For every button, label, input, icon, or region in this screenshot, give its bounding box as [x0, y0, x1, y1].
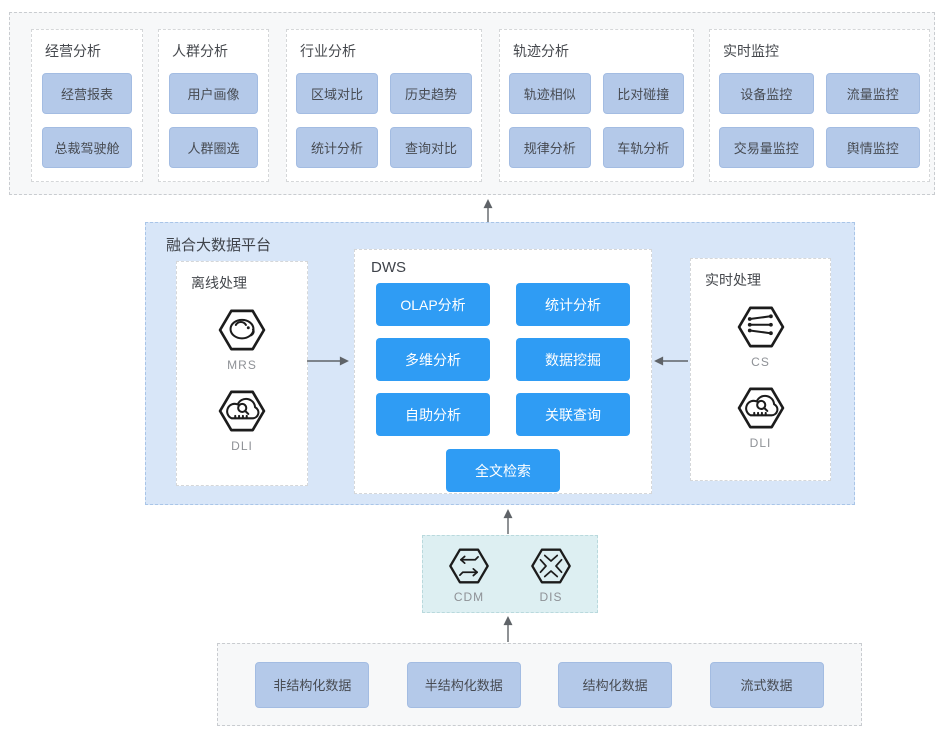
chip-history-trend[interactable]: 历史趋势: [390, 73, 472, 114]
service-label: CS: [751, 355, 770, 369]
cdm-sync-arrows-icon: [446, 543, 492, 589]
offline-processing-title: 离线处理: [191, 275, 247, 291]
chip-collision-compare[interactable]: 比对碰撞: [602, 73, 684, 114]
chip-device-monitoring[interactable]: 设备监控: [719, 73, 814, 114]
chip-semistructured-data[interactable]: 半结构化数据: [406, 661, 521, 708]
service-dis: DIS: [528, 543, 574, 604]
dli-cloud-search-icon: [734, 381, 788, 435]
service-mrs: MRS: [215, 303, 269, 372]
realtime-processing-title: 实时处理: [705, 272, 761, 288]
chip-structured-data[interactable]: 结构化数据: [558, 661, 673, 708]
dws-box: DWS OLAP分析 统计分析 多维分析 数据挖掘 自助分析 关联查询 全文检索: [354, 249, 652, 494]
group-title: 实时监控: [723, 43, 779, 59]
dws-button-statistics[interactable]: 统计分析: [516, 283, 630, 326]
dws-button-fulltext-search[interactable]: 全文检索: [446, 449, 560, 492]
group-title: 轨迹分析: [513, 43, 569, 59]
realtime-processing-box: 实时处理 CS DLI: [690, 258, 831, 481]
group-business-analysis: 经营分析 经营报表 总裁驾驶舱: [31, 29, 143, 182]
chip-pattern-analysis[interactable]: 规律分析: [509, 127, 591, 168]
dws-button-data-mining[interactable]: 数据挖掘: [516, 338, 630, 381]
chip-list: 轨迹相似 比对碰撞 规律分析 车轨分析: [500, 72, 693, 168]
service-cdm: CDM: [446, 543, 492, 604]
chip-crowd-selection[interactable]: 人群圈选: [169, 127, 258, 168]
platform-container: 融合大数据平台 离线处理 MRS DLI DWS OLAP分析 统计分析 多维分…: [145, 222, 855, 505]
group-crowd-analysis: 人群分析 用户画像 人群圈选: [158, 29, 269, 182]
chip-opinion-monitoring[interactable]: 舆情监控: [825, 127, 920, 168]
chip-streaming-data[interactable]: 流式数据: [709, 661, 824, 708]
dws-button-multidimensional[interactable]: 多维分析: [376, 338, 490, 381]
chip-unstructured-data[interactable]: 非结构化数据: [255, 661, 370, 708]
group-industry-analysis: 行业分析 区域对比 历史趋势 统计分析 查询对比: [286, 29, 482, 182]
group-title: 行业分析: [300, 43, 356, 59]
cs-stream-icon: [734, 300, 788, 354]
ingestion-box: CDM DIS: [422, 535, 598, 613]
chip-list: 经营报表 总裁驾驶舱: [32, 72, 142, 168]
chip-transaction-monitoring[interactable]: 交易量监控: [719, 127, 814, 168]
chip-query-compare[interactable]: 查询对比: [390, 127, 472, 168]
chip-trajectory-similarity[interactable]: 轨迹相似: [509, 73, 591, 114]
chip-list: 用户画像 人群圈选: [159, 72, 268, 168]
chip-vehicle-track-analysis[interactable]: 车轨分析: [602, 127, 684, 168]
service-label: MRS: [227, 358, 257, 372]
chip-statistical-analysis[interactable]: 统计分析: [296, 127, 378, 168]
service-label: CDM: [453, 590, 485, 604]
mrs-elephant-icon: [215, 303, 269, 357]
group-trajectory-analysis: 轨迹分析 轨迹相似 比对碰撞 规律分析 车轨分析: [499, 29, 694, 182]
dws-button-correlation-query[interactable]: 关联查询: [516, 393, 630, 436]
dws-button-olap[interactable]: OLAP分析: [376, 283, 490, 326]
platform-title: 融合大数据平台: [166, 237, 272, 254]
chip-user-profile[interactable]: 用户画像: [169, 73, 258, 114]
chip-traffic-monitoring[interactable]: 流量监控: [825, 73, 920, 114]
offline-services: MRS DLI: [177, 303, 307, 453]
data-sources-box: 非结构化数据 半结构化数据 结构化数据 流式数据: [217, 643, 862, 726]
offline-processing-box: 离线处理 MRS DLI: [176, 261, 308, 486]
group-realtime-monitoring: 实时监控 设备监控 流量监控 交易量监控 舆情监控: [709, 29, 930, 182]
service-cs: CS: [734, 300, 788, 369]
dis-chevrons-icon: [528, 543, 574, 589]
application-layer-container: 经营分析 经营报表 总裁驾驶舱 人群分析 用户画像 人群圈选 行业分析 区域对比…: [9, 12, 935, 195]
chip-region-compare[interactable]: 区域对比: [296, 73, 378, 114]
service-label: DIS: [539, 590, 563, 604]
dws-function-grid: OLAP分析 统计分析 多维分析 数据挖掘 自助分析 关联查询: [355, 283, 651, 436]
realtime-services: CS DLI: [691, 300, 830, 450]
chip-list: 设备监控 流量监控 交易量监控 舆情监控: [710, 72, 929, 168]
group-title: 经营分析: [45, 43, 101, 59]
service-dli: DLI: [215, 384, 269, 453]
service-label: DLI: [231, 439, 253, 453]
chip-executive-cockpit[interactable]: 总裁驾驶舱: [42, 127, 132, 168]
dli-cloud-search-icon: [215, 384, 269, 438]
group-title: 人群分析: [172, 43, 228, 59]
chip-business-report[interactable]: 经营报表: [42, 73, 132, 114]
chip-list: 区域对比 历史趋势 统计分析 查询对比: [287, 72, 481, 168]
dws-title: DWS: [371, 259, 406, 276]
dws-button-self-service[interactable]: 自助分析: [376, 393, 490, 436]
service-dli: DLI: [734, 381, 788, 450]
service-label: DLI: [749, 436, 772, 450]
